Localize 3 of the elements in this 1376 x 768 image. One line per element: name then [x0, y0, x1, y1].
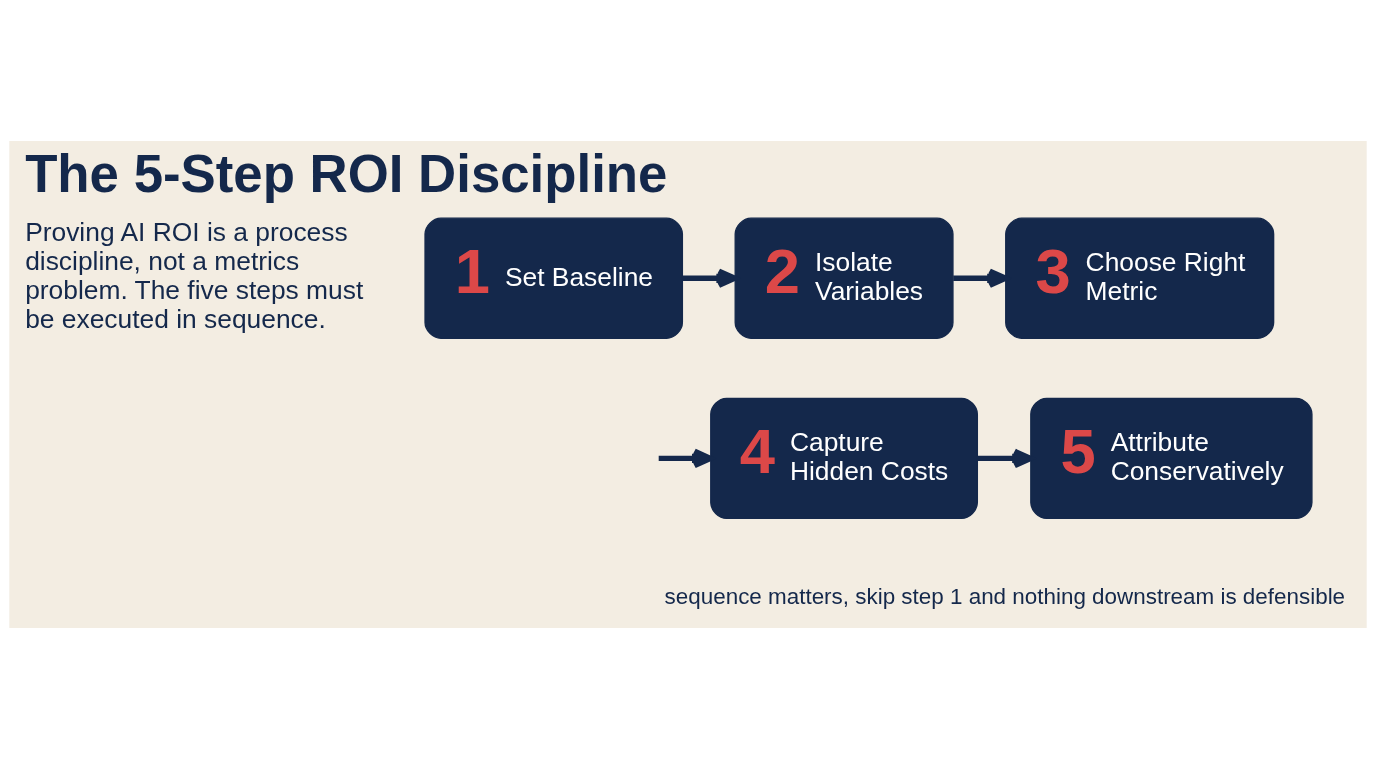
label: Proving AI ROI is a process discipline, not a metrics problem. The five steps must be executed in sequence.: [25, 216, 364, 334]
diagram-title: The 5-Step ROI Discipline: [25, 143, 668, 203]
label: sequence matters, skip step 1 and nothing downstream is defensible: [664, 583, 1346, 609]
